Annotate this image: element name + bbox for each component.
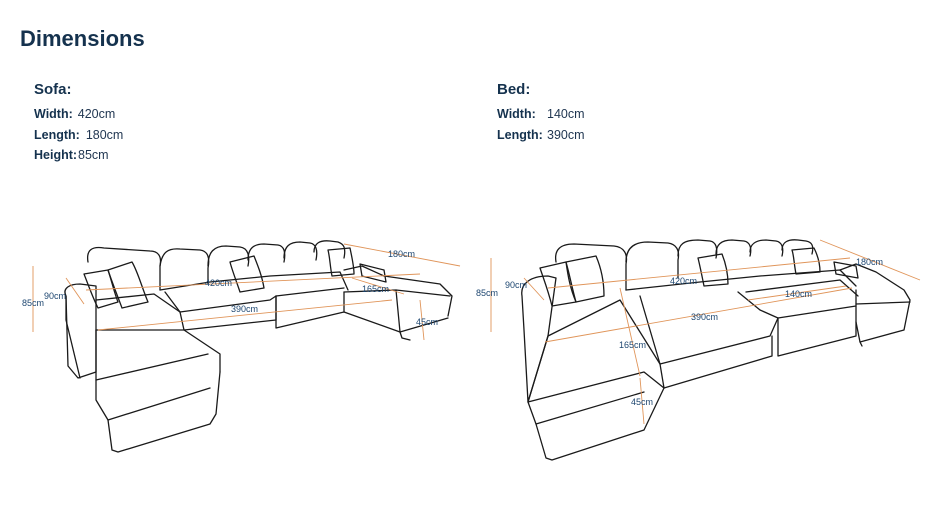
sofa-height-dim-label: 85cm — [22, 298, 44, 308]
sofa-length-label: Length: — [34, 127, 80, 142]
sofa-length-value: 180cm — [85, 127, 124, 142]
bed-width-row: Width: 140cm — [497, 104, 585, 125]
sofa-width-value: 420cm — [77, 107, 116, 121]
sofa-height-value: 85cm — [78, 148, 109, 162]
bed-length-value: 390cm — [547, 127, 585, 142]
bed-width-label: Width: — [497, 107, 536, 121]
page-title: Dimensions — [20, 26, 145, 51]
sofa-length-dim-label: 180cm — [388, 249, 415, 259]
sofa-height-label: Height: — [34, 148, 78, 162]
sofa-dimension-labels: 85cm 90cm 420cm 390cm 180cm 165cm 45cm — [22, 249, 438, 327]
sofa-seat-height-dim-label: 90cm — [44, 291, 66, 301]
bed-width-value: 140cm — [547, 107, 585, 121]
sofa-width-dim-label: 420cm — [205, 278, 232, 288]
sofa-width-row: Width: 420cm — [34, 104, 123, 125]
bed-length-label: Length: — [497, 127, 543, 142]
sofa-heading: Sofa: — [34, 81, 72, 98]
sofa-height-row: Height:85cm — [34, 145, 123, 166]
sofa-chaise-length-dim-label: 165cm — [362, 284, 389, 294]
sofa-inner-width-dim-label: 390cm — [231, 304, 258, 314]
sofa-outline — [64, 240, 453, 453]
bed-heading: Bed: — [497, 81, 531, 98]
bed-spec-block: Bed: Width: 140cm Length: 390cm — [497, 81, 585, 145]
sofa-spec-block: Sofa: Width: 420cm Length: 180cm Height:85… — [34, 81, 123, 166]
sofa-width-label: Width: — [34, 107, 73, 121]
sofa-seat-depth-dim-label: 45cm — [416, 317, 438, 327]
sofa-dimension-lines — [32, 243, 461, 341]
sofa-length-row: Length: 180cm — [34, 125, 123, 146]
bed-length-row: Length: 390cm — [497, 125, 585, 146]
